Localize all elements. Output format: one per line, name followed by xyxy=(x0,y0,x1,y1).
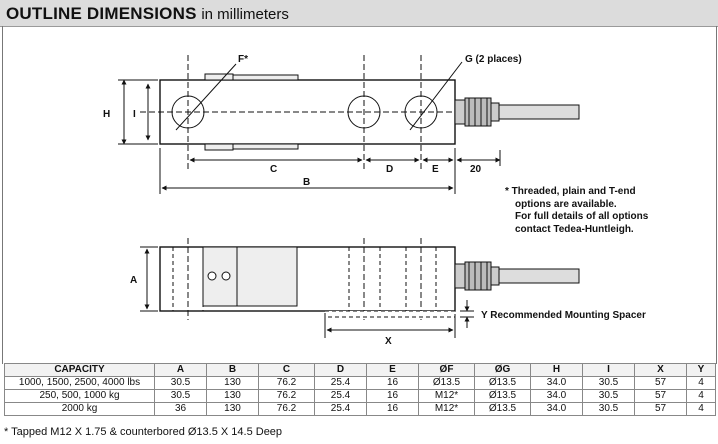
header-b: B xyxy=(206,363,259,377)
cell: 130 xyxy=(206,389,259,403)
cell: 16 xyxy=(366,376,419,390)
note-line-3: For full details of all options xyxy=(515,211,649,222)
cell: 16 xyxy=(366,389,419,403)
label-d: D xyxy=(386,164,393,175)
label-h: H xyxy=(103,109,110,120)
cell: 4 xyxy=(686,402,716,416)
cell: Ø13.5 xyxy=(418,376,475,390)
cell: 34.0 xyxy=(530,389,583,403)
header-e: E xyxy=(366,363,419,377)
cell: 30.5 xyxy=(582,402,635,416)
header-d: D xyxy=(314,363,367,377)
note-line-4: contact Tedea-Huntleigh. xyxy=(515,223,634,235)
label-y: Y Recommended Mounting Spacer xyxy=(481,310,646,321)
cell: 30.5 xyxy=(154,376,207,390)
label-b: B xyxy=(303,177,310,188)
cell: 130 xyxy=(206,376,259,390)
note-line-1: * Threaded, plain and T-end xyxy=(505,186,636,197)
top-view xyxy=(118,55,580,194)
cell: 76.2 xyxy=(258,389,315,403)
header-f: ØF xyxy=(418,363,475,377)
cell: 30.5 xyxy=(582,389,635,403)
drawing-frame xyxy=(2,26,717,364)
options-note: * Threaded, plain and T-end options are … xyxy=(505,186,648,236)
title-bold: OUTLINE DIMENSIONS xyxy=(6,4,197,23)
header-g: ØG xyxy=(474,363,531,377)
table-header-row: CAPACITY A B C D E ØF ØG H I X Y xyxy=(4,363,716,377)
header-h: H xyxy=(530,363,583,377)
label-f: F* xyxy=(238,54,248,65)
cell: 250, 500, 1000 kg xyxy=(4,389,155,403)
cell: 30.5 xyxy=(582,376,635,390)
section-header: OUTLINE DIMENSIONS in millimeters xyxy=(0,0,718,27)
header-i: I xyxy=(582,363,635,377)
cell: 130 xyxy=(206,402,259,416)
dimensions-table: CAPACITY A B C D E ØF ØG H I X Y 1000, 1… xyxy=(4,363,716,416)
label-g: G (2 places) xyxy=(465,54,522,65)
header-a: A xyxy=(154,363,207,377)
cell: 76.2 xyxy=(258,402,315,416)
cell: 2000 kg xyxy=(4,402,155,416)
cell: 4 xyxy=(686,376,716,390)
cell: 34.0 xyxy=(530,402,583,416)
cell: 25.4 xyxy=(314,402,367,416)
cell: Ø13.5 xyxy=(474,402,531,416)
cell: 30.5 xyxy=(154,389,207,403)
label-a: A xyxy=(130,275,137,286)
note-line-2: options are available. xyxy=(515,198,617,210)
cell: 34.0 xyxy=(530,376,583,390)
cell: M12* xyxy=(418,389,475,403)
cell: 1000, 1500, 2500, 4000 lbs xyxy=(4,376,155,390)
label-x: X xyxy=(385,336,392,347)
label-c: C xyxy=(270,164,277,175)
cell: 25.4 xyxy=(314,376,367,390)
label-i: I xyxy=(133,109,136,120)
cell: 4 xyxy=(686,389,716,403)
table-row: 250, 500, 1000 kg 30.5 130 76.2 25.4 16 … xyxy=(4,389,716,403)
cell: 25.4 xyxy=(314,389,367,403)
cell: 57 xyxy=(634,389,687,403)
cell: M12* xyxy=(418,402,475,416)
header-capacity: CAPACITY xyxy=(4,363,155,377)
header-x: X xyxy=(634,363,687,377)
outline-drawing: F* G (2 places) H I C D E 20 B A X Y Rec… xyxy=(103,54,646,347)
label-20: 20 xyxy=(470,164,482,175)
title-units: in millimeters xyxy=(201,6,289,23)
cell: Ø13.5 xyxy=(474,389,531,403)
cell: Ø13.5 xyxy=(474,376,531,390)
cell: 16 xyxy=(366,402,419,416)
table-row: 1000, 1500, 2500, 4000 lbs 30.5 130 76.2… xyxy=(4,376,716,390)
section-title: OUTLINE DIMENSIONS in millimeters xyxy=(6,4,289,24)
cell: 57 xyxy=(634,402,687,416)
side-view xyxy=(140,238,580,338)
label-e: E xyxy=(432,164,439,175)
cell: 57 xyxy=(634,376,687,390)
cell: 36 xyxy=(154,402,207,416)
header-c: C xyxy=(258,363,315,377)
table-row: 2000 kg 36 130 76.2 25.4 16 M12* Ø13.5 3… xyxy=(4,402,716,416)
header-y: Y xyxy=(686,363,716,377)
table-footnote: * Tapped M12 X 1.75 & counterbored Ø13.5… xyxy=(4,426,283,438)
cell: 76.2 xyxy=(258,376,315,390)
